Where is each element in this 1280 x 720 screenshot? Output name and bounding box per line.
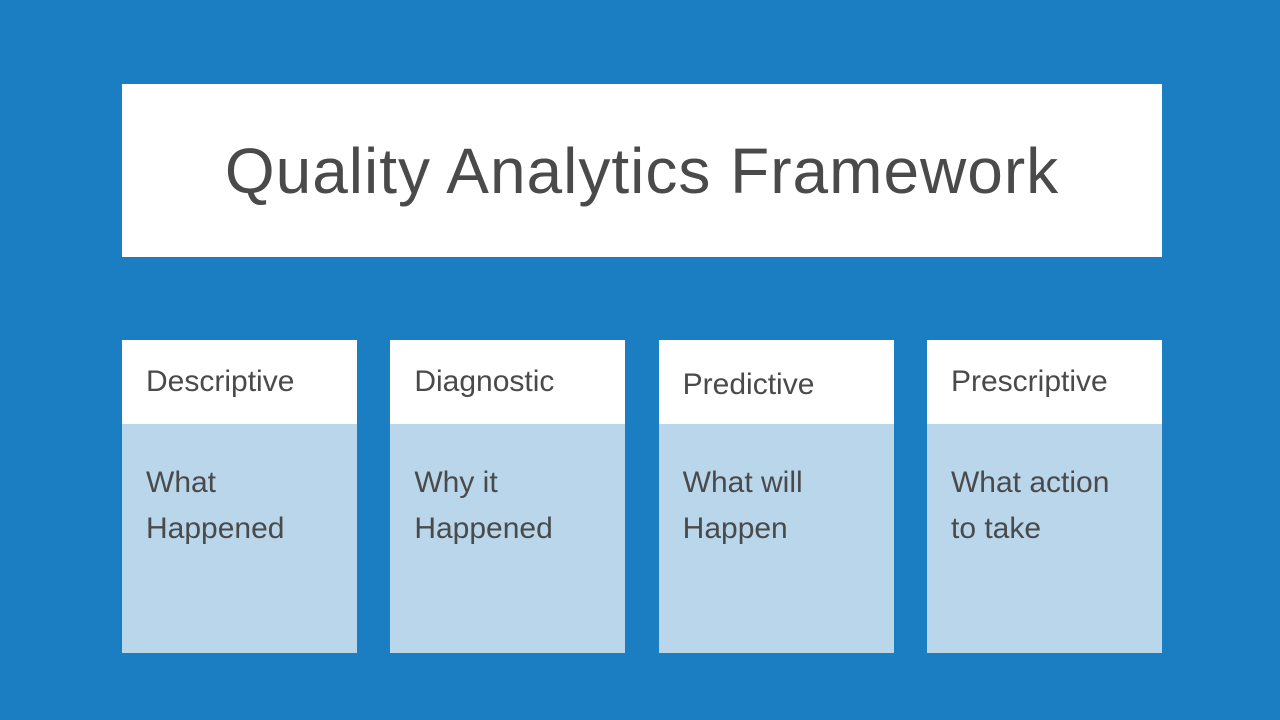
card-predictive: Predictive What will Happen [658,340,894,653]
card-body-text: What will Happen [682,466,803,545]
title-banner: Quality Analytics Framework [122,84,1162,257]
card-header: Prescriptive [926,340,1162,424]
card-header: Predictive [658,340,894,424]
analytics-cards-row: Descriptive What Happened Diagnostic Why… [122,340,1162,653]
card-body: Why it Happened [390,424,626,653]
card-header: Descriptive [122,340,357,424]
card-body: What Happened [122,424,357,653]
card-prescriptive: Prescriptive What action to take [926,340,1162,653]
slide-title: Quality Analytics Framework [224,134,1060,207]
card-body-text: Why it Happened [414,466,553,545]
card-header: Diagnostic [390,340,626,424]
card-header-label: Descriptive [146,365,295,398]
card-header-label: Diagnostic [414,365,555,398]
card-body-text: What action to take [950,466,1110,545]
card-descriptive: Descriptive What Happened [122,340,357,653]
card-header-label: Predictive [682,368,815,401]
card-header-label: Prescriptive [950,365,1108,398]
card-body-text: What Happened [146,466,285,545]
card-diagnostic: Diagnostic Why it Happened [390,340,626,653]
card-body: What will Happen [658,424,894,653]
card-body: What action to take [926,424,1162,653]
